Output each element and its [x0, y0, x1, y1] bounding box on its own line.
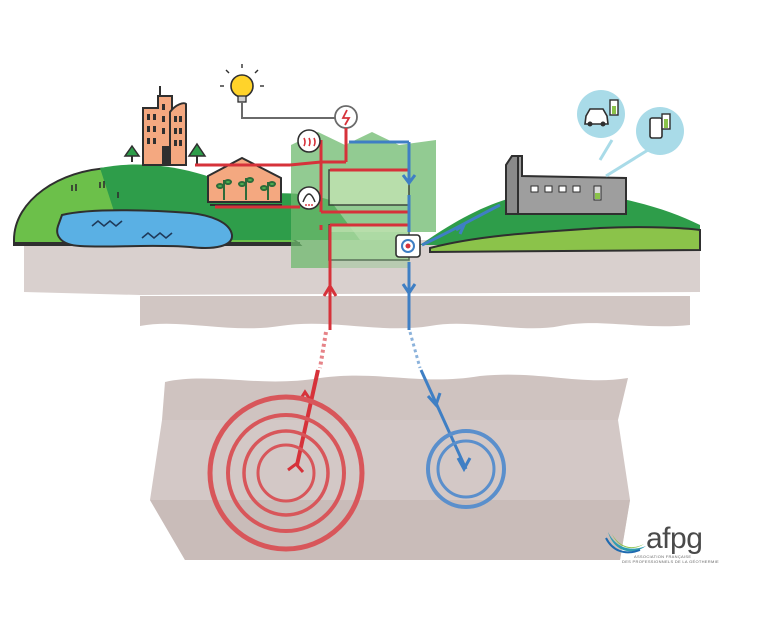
hot-water-circuit — [195, 128, 409, 330]
logo-wordmark: afpg — [646, 522, 703, 555]
electric-wire — [241, 102, 335, 119]
logo-tagline-line1: ASSOCIATION FRANÇAISE — [634, 554, 692, 559]
cooling-icon — [297, 186, 321, 210]
electricity-icon — [334, 105, 358, 129]
car-charging-icon — [584, 99, 619, 127]
hot-reservoir — [207, 394, 365, 552]
trees — [123, 142, 207, 164]
greenhouse — [207, 156, 282, 206]
lake — [56, 209, 233, 249]
cold-reservoir — [426, 429, 506, 509]
apartment-buildings — [142, 86, 187, 166]
grass-tufts — [71, 181, 119, 198]
hot-arrow-up — [322, 283, 338, 297]
afpg-logo-mark — [605, 532, 646, 554]
cold-dashed-pipe — [408, 331, 468, 470]
logo-tagline-line2: DES PROFESSIONNELS DE LA GÉOTHERMIE — [622, 559, 719, 564]
pump-icon — [395, 234, 421, 258]
factory — [505, 139, 649, 215]
heating-icon — [297, 129, 321, 153]
lightbulb-icon — [220, 64, 264, 103]
ground-layers — [24, 240, 700, 560]
phone-charging-icon — [649, 113, 671, 139]
